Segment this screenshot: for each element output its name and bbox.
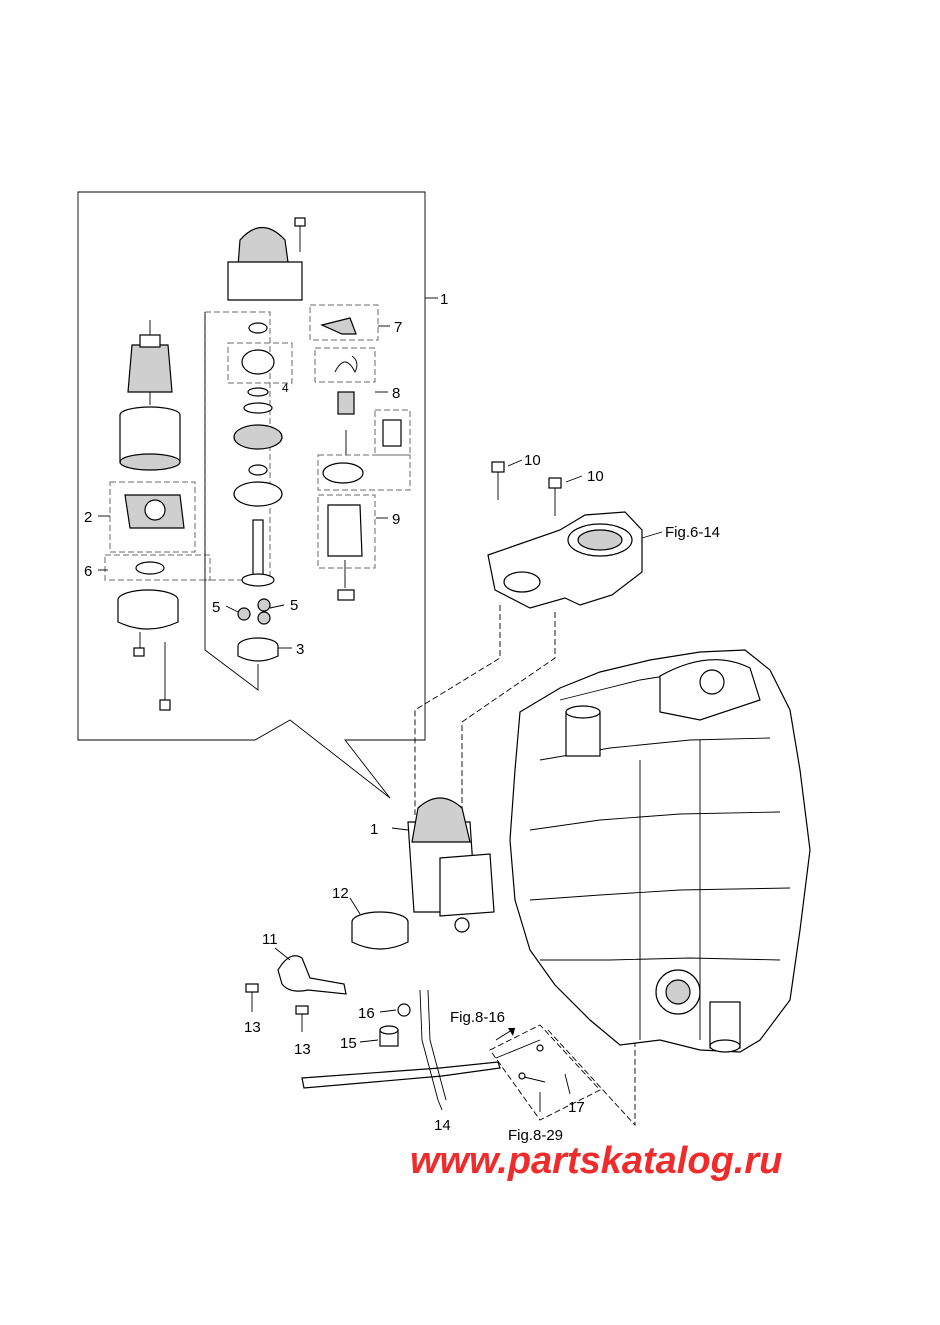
solenoid-parts	[317, 391, 411, 491]
alignment-lines	[414, 605, 636, 1127]
front-housing	[227, 217, 306, 301]
ground-lead	[489, 1024, 601, 1121]
callout-1-detail: 1	[440, 291, 448, 308]
plate	[104, 554, 211, 581]
ref-fig-8-16: Fig.8-16	[450, 1009, 505, 1026]
callout-10a: 10	[524, 452, 541, 469]
ref-fig-8-29: Fig.8-29	[508, 1127, 563, 1144]
lever-box	[309, 304, 379, 341]
callout-5b: 5	[290, 597, 298, 614]
starter-cable	[301, 989, 501, 1111]
strap-bracket	[274, 947, 347, 995]
callout-7: 7	[394, 319, 402, 336]
callout-16: 16	[358, 1005, 375, 1022]
ref-fig-6-14: Fig.6-14	[665, 524, 720, 541]
detail-callout-frame	[77, 191, 426, 799]
callout-12: 12	[332, 885, 349, 902]
callout-1-main: 1	[370, 821, 378, 838]
callout-9: 9	[392, 511, 400, 528]
planetary-shaft	[241, 519, 275, 587]
starter-assembled	[391, 797, 495, 933]
through-bolt	[159, 642, 171, 711]
end-cover	[117, 589, 179, 657]
detail-leaders	[98, 297, 438, 649]
callout-6: 6	[84, 563, 92, 580]
nut-16	[379, 1003, 411, 1017]
armature	[127, 320, 173, 405]
yoke	[119, 406, 181, 471]
pinion-parts	[233, 322, 283, 507]
callout-10b: 10	[587, 468, 604, 485]
callout-15: 15	[340, 1035, 357, 1052]
internal-gear	[204, 312, 279, 691]
callout-4: 4	[282, 381, 289, 395]
spring-box	[314, 347, 376, 383]
solenoid-body	[317, 494, 376, 601]
callout-13b: 13	[294, 1041, 311, 1058]
callout-14: 14	[434, 1117, 451, 1134]
callout-8: 8	[392, 385, 400, 402]
watermark: www.partskatalog.ru	[410, 1140, 782, 1182]
engine-block	[509, 649, 811, 1053]
callout-5a: 5	[212, 599, 220, 616]
bolts-13	[245, 983, 309, 1032]
callout-11: 11	[262, 931, 278, 948]
callout-2: 2	[84, 509, 92, 526]
callout-3: 3	[296, 641, 304, 658]
cap-15	[359, 1025, 399, 1047]
callout-17: 17	[568, 1099, 585, 1116]
callout-13a: 13	[244, 1019, 261, 1036]
brush-holder	[109, 481, 196, 553]
mount-bracket	[487, 459, 663, 609]
rubber-band	[349, 897, 409, 950]
planet-gears	[237, 598, 271, 625]
